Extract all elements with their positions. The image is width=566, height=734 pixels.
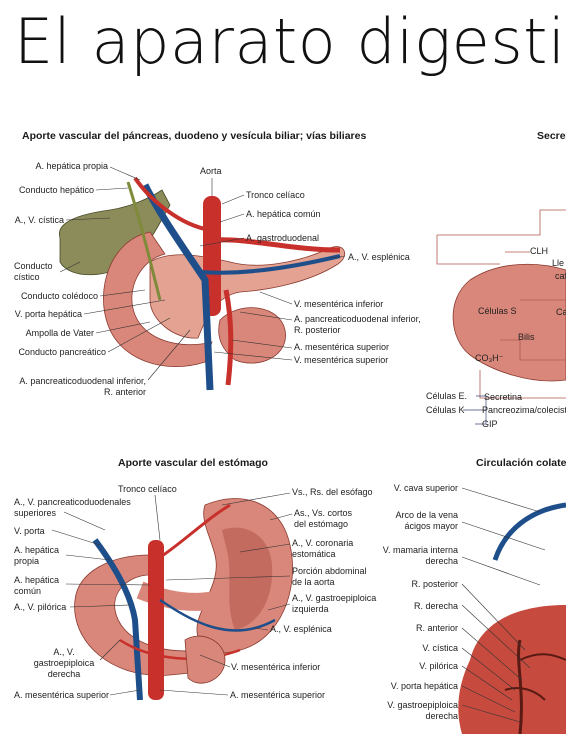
label-tronco-celiaco: Tronco celíaco [246,190,305,200]
label-r-anterior: R. anterior [415,623,458,633]
label-arco-vena-azigos: Arco de la vena ácigos mayor [395,510,458,531]
section-title-secrecion: Secrec [537,130,566,142]
page-title: El aparato digesti [14,5,566,78]
label-v-mesenterica-superior: V. mesentérica superior [294,355,389,365]
label-a-pancreatico-inf-ant: A. pancreaticoduodenal inferior, R. ante… [19,376,146,397]
label-a-hepatica-propia-2: A. hepática propia [14,545,60,566]
intestine-loop-shape [74,554,201,676]
label-as-vs-cortos: As., Vs. cortos del estómago [294,508,353,529]
label-v-mamaria-interna: V. mamaria interna derecha [382,545,458,566]
label-av-cistica: A., V. cística [14,215,64,225]
aorta-stomach-shape [148,540,164,700]
label-caf: caf [555,271,566,281]
label-a-hepatica-propia: A. hepática propia [35,161,108,171]
label-a-hepatica-comun-2: A. hepática común [14,575,60,596]
label-av-gastroepiploica-der: A., V. gastroepiploica derecha [33,647,95,679]
section-title-circulacion: Circulación colate [476,457,566,469]
label-a-gastroduodenal: A. gastroduodenal [246,233,320,243]
label-v-mesenterica-inferior: V. mesentérica inferior [294,299,384,309]
label-secretina: Secretina [484,392,523,402]
stomach-illustration [51,492,293,701]
label-a-pancreatico-inf-post: A. pancreaticoduodenal inferior, R. post… [294,314,421,335]
label-v-porta: V. porta [14,526,45,536]
label-aorta: Aorta [200,166,222,176]
liver-shape [458,605,566,734]
label-a-mesenterica-superior-left: A. mesentérica superior [14,690,110,700]
bile-duct-shape [126,181,162,301]
label-celulas-s: Células S [478,306,517,316]
label-porcion-abdominal: Porción abdominal de la aorta [292,566,367,587]
label-v-pilorica: V. pilórica [419,661,458,671]
stomach-outline-shape [452,263,566,382]
label-av-esplenica-2: A., V. esplénica [270,624,332,634]
label-ca: Ca [556,307,566,317]
label-a-mesenterica-superior-right: A. mesentérica superior [230,690,326,700]
duodenum-tube-shape [136,581,217,611]
label-vs-rs-esofago: Vs., Rs. del esófago [292,487,373,497]
section-title-estomago: Aporte vascular del estómago [118,457,268,469]
sup-mesenteric-artery-shape [223,289,234,386]
label-v-porta-hepatica: V. porta hepática [14,309,82,319]
label-clh: CLH [530,246,549,256]
label-co3h: CO₃H⁻ [475,353,504,363]
label-conducto-pancreatico: Conducto pancreático [18,347,106,357]
label-r-posterior: R. posterior [411,579,458,589]
label-av-pilorica: A., V. pilórica [14,602,67,612]
label-ampolla-vater: Ampolla de Vater [25,328,94,338]
label-v-cistica: V. cística [422,643,458,653]
splenic-artery-shape [211,237,341,253]
section-title-pancreas: Aporte vascular del páncreas, duodeno y … [22,130,367,142]
label-bilis: Bilis [518,332,535,342]
jejunum-shape [218,307,286,364]
label-gip: GIP [482,419,498,429]
label-a-mesenterica-superior-1: A. mesentérica superior [294,342,390,352]
label-tronco-celiaco-2: Tronco celíaco [118,484,177,494]
splenic-vein-shape [199,254,341,275]
collateral-illustration [458,487,566,734]
gallbladder-shape [59,189,171,276]
label-v-cava-superior: V. cava superior [393,483,458,493]
label-conducto-hepatico: Conducto hepático [18,185,94,195]
label-v-mesenterica-inferior-2: V. mesentérica inferior [231,662,321,672]
label-v-porta-hepatica-2: V. porta hepática [390,681,458,691]
hepatic-artery-shape [133,176,211,232]
label-v-gastroepiploica-der: V. gastroepiploica derecha [387,700,458,721]
label-av-pancreaticoduodenales-sup: A., V. pancreaticoduodenales superiores [14,497,131,518]
secretion-illustration [436,209,566,425]
label-av-esplenica: A., V. esplénica [348,252,410,262]
label-av-coronaria: A., V. coronaria estomática [292,538,354,559]
pancreas-illustration [59,166,346,391]
label-celulas-e: Células E. [426,391,468,401]
label-lle: Lle [552,258,565,268]
label-pancreozima: Pancreozima/colecisto [482,405,566,415]
stomach-inner-shape [222,527,273,630]
label-conducto-cistico: Conducto cístico [14,261,53,282]
label-conducto-coledoco: Conducto colédoco [20,291,98,301]
vena-cava-shape [492,502,566,561]
label-r-derecha: R. derecha [413,601,458,611]
label-av-gastroepiploica-izq: A., V. gastroepiploica izquierda [292,593,377,614]
label-a-hepatica-comun: A. hepática común [246,209,321,219]
portal-vein-stomach-shape [92,538,143,701]
label-celulas-k: Células K [426,405,465,415]
jejunum-stomach-shape [184,635,226,684]
